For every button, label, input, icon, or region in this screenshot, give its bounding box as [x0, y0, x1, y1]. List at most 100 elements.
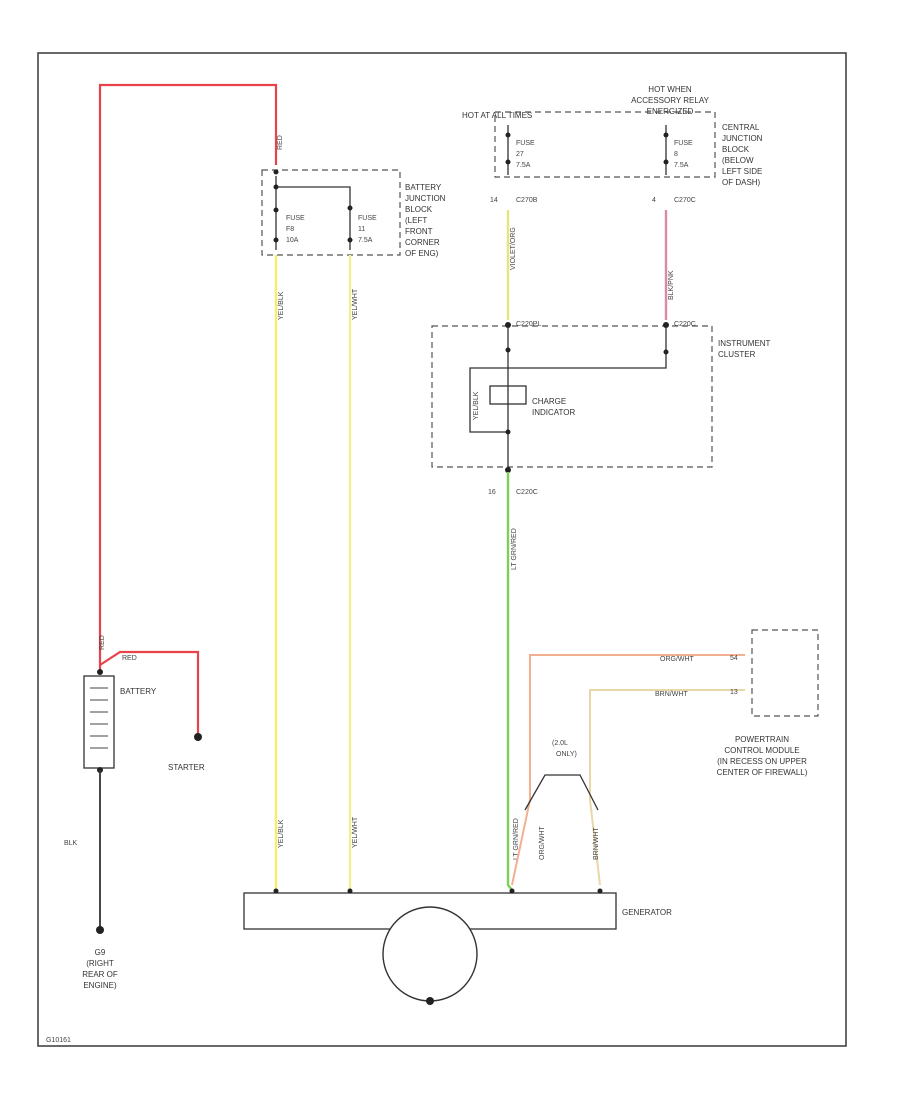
wire-org-wht [511, 654, 745, 886]
generator-ground [426, 997, 434, 1005]
fuse-11-top [347, 205, 353, 211]
wire-label-yel-blk-bottom: YEL/BLK [278, 819, 285, 848]
accessory-relay-label: ACCESSORY RELAY [631, 96, 709, 105]
fuse-27-bottom [505, 159, 511, 165]
bjb-bus-node [273, 184, 279, 190]
generator-pin-2 [347, 888, 353, 894]
fuse-11-label-1: FUSE [358, 215, 377, 222]
svg-text:(BELOW: (BELOW [722, 156, 754, 165]
battery-symbol [83, 675, 115, 769]
svg-text:CENTRAL: CENTRAL [722, 123, 760, 132]
wire-red-starter [99, 650, 200, 735]
wire-brn-wht [589, 689, 745, 886]
cluster-internal-wire-label: YEL/BLK [473, 391, 480, 420]
fuse-27-top [505, 132, 511, 138]
engine-note-2: ONLY) [556, 751, 577, 758]
battery-cells [90, 687, 108, 749]
fuse-f8-bottom [273, 237, 279, 243]
fuse-f8-label-3: 10A [286, 237, 299, 244]
fuse-11-label-3: 7.5A [358, 237, 373, 244]
connector-c220c-top: C220C [674, 321, 696, 328]
connector-c220pl: C220PL [516, 321, 541, 328]
svg-text:OF DASH): OF DASH) [722, 178, 761, 187]
fuse-11-bottom [347, 237, 353, 243]
engine-note-1: (2.0L [552, 740, 568, 747]
wire-label-lt-grn-red-bottom: LT GRN/RED [513, 818, 520, 860]
generator-label: GENERATOR [622, 908, 672, 917]
starter-label: STARTER [168, 763, 205, 772]
ground-label-4: ENGINE) [83, 981, 117, 990]
powertrain-control-module [751, 629, 819, 717]
wire-label-blk: BLK [64, 840, 78, 847]
cluster-internal-wiring [507, 328, 667, 369]
footer-code: G10161 [46, 1037, 71, 1044]
generator-rotor [382, 906, 478, 1002]
fuse-f8-top [273, 207, 279, 213]
svg-text:POWERTRAIN: POWERTRAIN [735, 735, 789, 744]
wire-label-yel-blk-top: YEL/BLK [278, 291, 285, 320]
svg-text:FRONT: FRONT [405, 227, 433, 236]
wire-label-lt-grn-red: LT GRN/RED [511, 528, 518, 570]
cluster-pin-left [505, 322, 511, 328]
svg-text:OF ENG): OF ENG) [405, 249, 439, 258]
connector-c270b: C270B [516, 197, 538, 204]
svg-text:CORNER: CORNER [405, 238, 440, 247]
wire-label-org-wht-bottom: ORG/WHT [539, 825, 546, 860]
svg-text:JUNCTION: JUNCTION [722, 134, 763, 143]
svg-text:JUNCTION: JUNCTION [405, 194, 446, 203]
ground-g9 [96, 926, 104, 934]
bjb-input-terminal [273, 169, 279, 175]
connector-pin-4: 4 [652, 197, 656, 204]
central-junction-block [494, 111, 716, 178]
battery-label: BATTERY [120, 687, 157, 696]
engine-option-bracket [524, 774, 599, 811]
starter-terminal [194, 733, 202, 741]
bjb-bus [275, 176, 351, 200]
fuse-27-label-1: FUSE [516, 140, 535, 147]
svg-text:BLOCK: BLOCK [722, 145, 750, 154]
fuse-f8-label-2: F8 [286, 226, 294, 233]
battery-junction-block [261, 169, 401, 256]
charge-indicator-label-1: CHARGE [532, 397, 566, 406]
svg-text:LEFT SIDE: LEFT SIDE [722, 167, 762, 176]
connector-c220c-bottom: C220C [516, 489, 538, 496]
generator-pin-4 [597, 888, 603, 894]
ground-label-2: (RIGHT [86, 959, 114, 968]
wire-label-red-batt2: RED [122, 655, 137, 662]
wire-label-yel-wht-bottom: YEL/WHT [352, 816, 359, 848]
svg-text:BLOCK: BLOCK [405, 205, 433, 214]
svg-text:(LEFT: (LEFT [405, 216, 427, 225]
pcm-pin-13: 13 [730, 689, 738, 696]
fuse-27-label-2: 27 [516, 151, 524, 158]
fuse-11-label-2: 11 [358, 226, 365, 233]
generator-pin-1 [273, 888, 279, 894]
fuse-f8-label-1: FUSE [286, 215, 305, 222]
central-junction-label: CENTRAL JUNCTION BLOCK (BELOW LEFT SIDE … [722, 123, 763, 187]
wire-label-org-wht: ORG/WHT [660, 656, 695, 663]
fuse-8-label-3: 7.5A [674, 162, 689, 169]
diagram-frame [37, 52, 847, 1047]
fuse-8-label-2: 8 [674, 151, 678, 158]
svg-text:(IN RECESS ON UPPER: (IN RECESS ON UPPER [717, 757, 807, 766]
pcm-pin-54: 54 [730, 655, 738, 662]
cluster-indicator-loop [469, 367, 508, 433]
svg-text:CONTROL MODULE: CONTROL MODULE [724, 746, 799, 755]
connector-pin-14: 14 [490, 197, 498, 204]
generator-pin-3 [509, 888, 515, 894]
wire-label-yel-wht-top: YEL/WHT [352, 288, 359, 320]
wire-label-blk-pnk: BLK/PNK [668, 270, 675, 300]
charge-indicator-lamp [489, 385, 527, 405]
ground-label-3: REAR OF [82, 970, 118, 979]
svg-text:BATTERY: BATTERY [405, 183, 442, 192]
connector-pin-16: 16 [488, 489, 496, 496]
wire-lt-grn-red [506, 472, 513, 891]
cluster-node-2 [663, 349, 669, 355]
wire-label-brn-wht: BRN/WHT [655, 691, 688, 698]
charge-indicator-label-2: INDICATOR [532, 408, 575, 417]
battery-junction-label: BATTERY JUNCTION BLOCK (LEFT FRONT CORNE… [405, 183, 446, 258]
cluster-node-1 [505, 347, 511, 353]
instrument-cluster-label-1: INSTRUMENT [718, 339, 771, 348]
hot-at-all-times-label: HOT AT ALL TIMES [462, 111, 532, 120]
pcm-label: POWERTRAIN CONTROL MODULE (IN RECESS ON … [717, 735, 808, 777]
fuse-27-label-3: 7.5A [516, 162, 531, 169]
